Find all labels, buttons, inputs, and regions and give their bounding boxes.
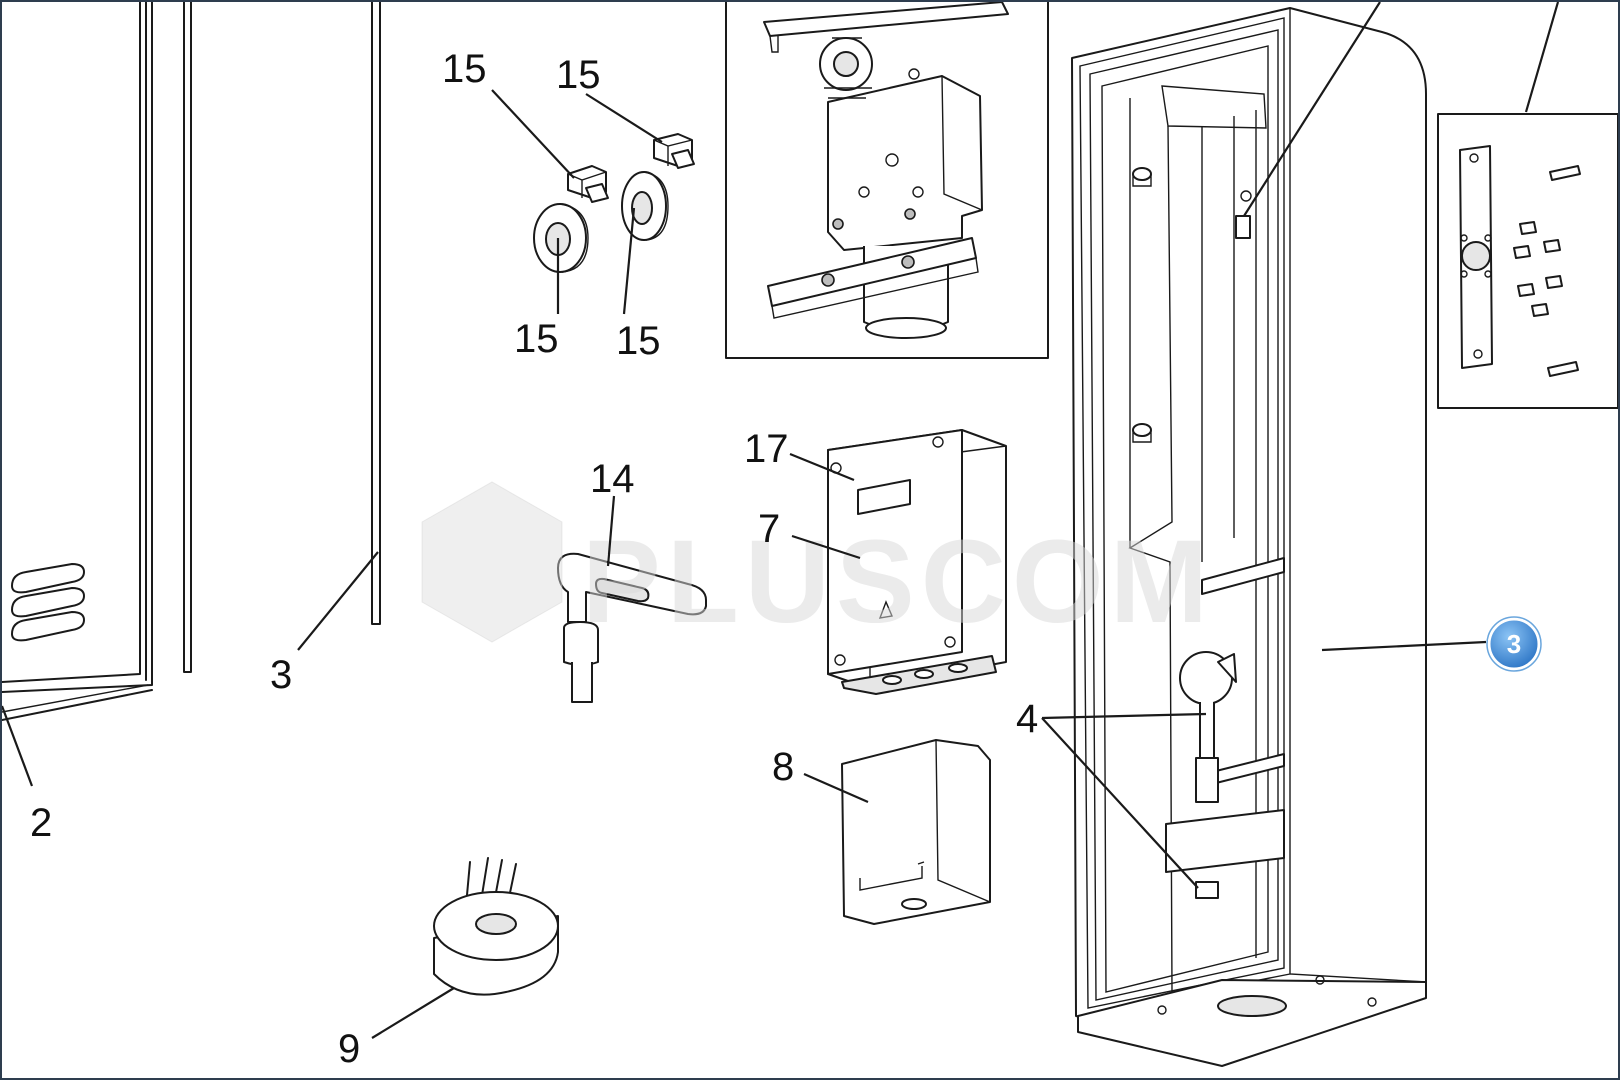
release-handle (557, 552, 707, 703)
control-box (827, 429, 1007, 695)
barrier-cabinet (1071, 7, 1427, 1067)
ring-left (533, 203, 589, 273)
callout-2: 2 (30, 801, 52, 845)
leader-lines (2, 2, 1560, 1039)
callout-15-a: 15 (442, 47, 487, 91)
callout-17: 17 (744, 427, 789, 471)
callout-8: 8 (772, 745, 794, 789)
callout-14: 14 (590, 457, 635, 501)
door-panel (2, 2, 153, 721)
callout-4: 4 (1016, 697, 1038, 741)
clip-upper-right (653, 133, 695, 169)
clip-upper-left (567, 165, 609, 203)
watermark: PLUSCOM (421, 481, 1214, 648)
toroid-transformer (433, 857, 559, 996)
mounting-plate-inset (1437, 113, 1618, 409)
rod (371, 2, 381, 625)
callout-15-b: 15 (556, 53, 601, 97)
watermark-text: PLUSCOM (582, 516, 1214, 648)
callout-9: 9 (338, 1027, 360, 1071)
gasket-strip (183, 2, 192, 673)
callout-15-c: 15 (514, 317, 559, 361)
badge-label: 3 (1507, 629, 1521, 659)
callout-7: 7 (758, 507, 780, 551)
motor-inset (725, 2, 1049, 359)
callout-3: 3 (270, 653, 292, 697)
number-badge: 3 (1486, 616, 1542, 672)
terminal-cover (841, 739, 991, 925)
callout-15-d: 15 (616, 319, 661, 363)
ring-right (621, 171, 669, 241)
